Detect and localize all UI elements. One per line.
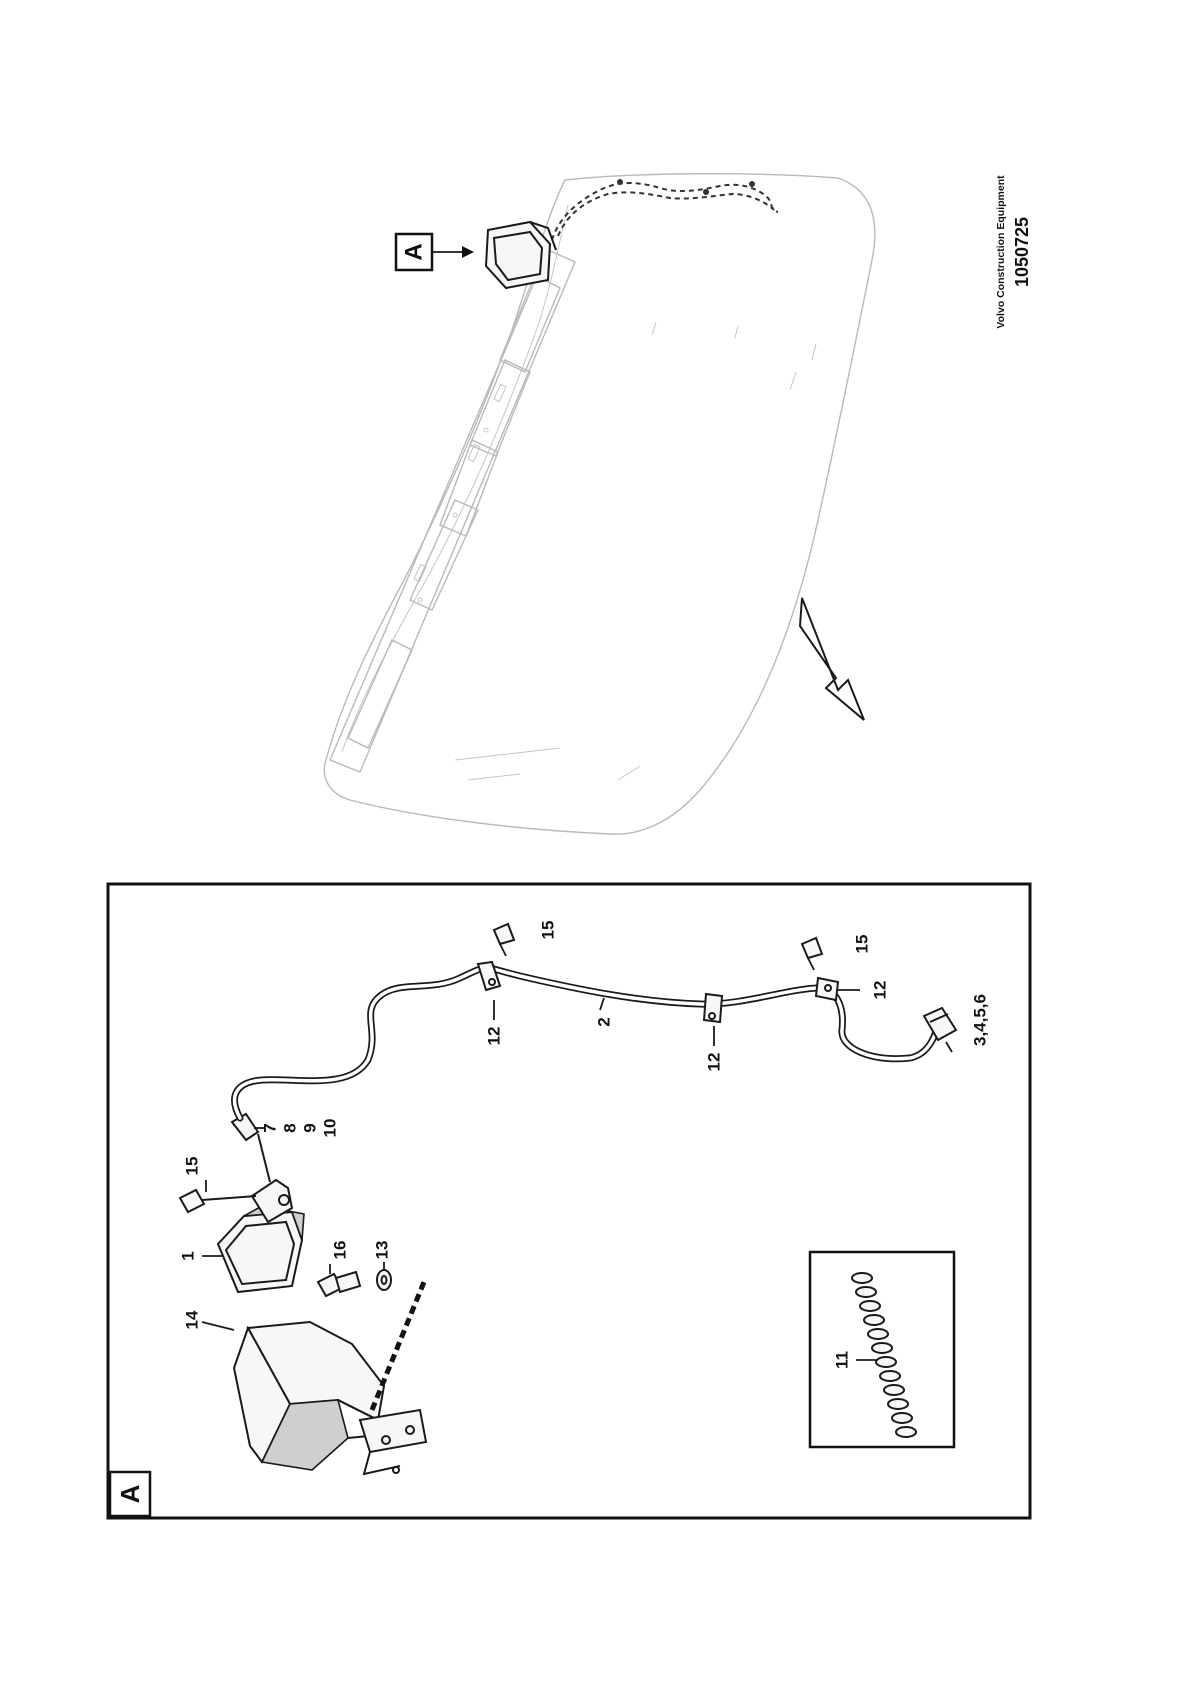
label-part-11: 11 [833,1351,852,1369]
part-14-lamp-guard [232,1281,428,1476]
overview-work-lamp [484,220,557,290]
label-part-7: 7 [261,1123,280,1132]
part-15-bolt-c [800,936,824,960]
part-labels: 1 14 15 16 13 7 8 9 10 15 15 12 12 12 2 … [179,921,990,1369]
label-part-12-a: 12 [485,1027,504,1046]
label-part-14: 14 [183,1310,202,1329]
label-part-15-a: 15 [183,1157,202,1176]
figure-number: 1050725 [1012,217,1032,287]
label-part-12-c: 12 [871,981,890,1000]
label-part-15-c: 15 [853,935,872,954]
detail-callout-marker: A [394,232,474,272]
part-12-clamp-b [702,992,724,1024]
roof-panel-outline [323,173,876,835]
part-3-6-end-connector [922,1006,958,1042]
part-13-washer [376,1269,392,1291]
direction-arrow [798,597,865,721]
part-12-clamp-a [476,960,502,992]
part-11-spiral-wrap [851,1272,917,1438]
part-16-bolt [316,1270,362,1298]
roof-inner-edge [341,204,569,753]
label-part-10: 10 [321,1119,340,1138]
manufacturer-block: Volvo Construction Equipment 1050725 [995,175,1032,329]
part-15-bolt-a [178,1188,257,1214]
label-part-8: 8 [281,1123,300,1132]
label-part-12-b: 12 [705,1053,724,1072]
label-part-3-6: 3,4,5,6 [971,994,990,1046]
label-part-16: 16 [331,1241,350,1260]
detail-panel: A [106,882,1032,1520]
part-11-inset [808,1250,956,1449]
label-part-1: 1 [179,1251,198,1260]
detail-panel-label: A [115,1484,145,1503]
label-part-2: 2 [595,1017,614,1026]
overview-drawing: A Volvo Construction Equipment 1050725 [323,173,1032,835]
front-rail [329,249,576,773]
label-part-15-b: 15 [539,921,558,940]
detail-panel-label-box [108,1470,152,1518]
part-12-clamp-c [814,976,840,1002]
label-part-13: 13 [373,1241,392,1260]
detail-callout-label: A [401,243,428,260]
label-part-9: 9 [301,1123,320,1132]
roof-harness [551,182,779,241]
part-1-work-lamp [216,1178,305,1294]
manufacturer-name: Volvo Construction Equipment [995,175,1007,329]
part-15-bolt-b [492,922,516,946]
